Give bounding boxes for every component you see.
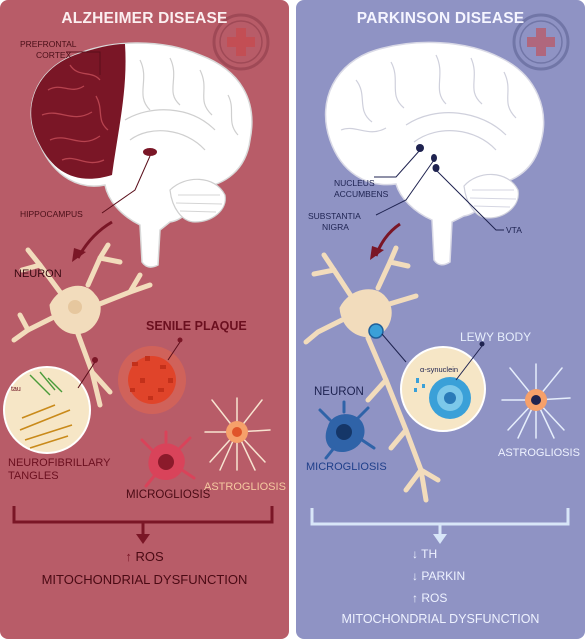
tangles-label-line2: TANGLES [8, 470, 59, 482]
seal-logo-icon [512, 13, 570, 71]
tangles-label-line1: NEUROFIBRILLARY [8, 457, 111, 469]
astrogliosis-label: ASTROGLIOSIS [204, 481, 286, 493]
alzheimer-panel: ALZHEIMER DISEASE PREFRONTAL CORTEX HIPP… [0, 0, 289, 639]
prefrontal-label-line1: PREFRONTAL [20, 39, 77, 49]
summary-bracket [310, 508, 570, 544]
ros-label: ROS [135, 549, 164, 564]
parkinson-artwork [303, 13, 571, 544]
hippocampus-label: HIPPOCAMPUS [20, 209, 83, 219]
astrocyte-icon [501, 363, 571, 439]
nucleus-label-line2: ACCUMBENS [334, 189, 389, 199]
prefrontal-label-line2: CORTEX [36, 50, 72, 60]
senile-plaque-label: SENILE PLAQUE [146, 319, 247, 333]
alzheimer-mito-label: MITOCHONDRIAL DYSFUNCTION [41, 572, 248, 587]
vta-label: VTA [506, 225, 522, 235]
parkin-label: PARKIN [421, 569, 466, 583]
th-label: TH [421, 547, 438, 561]
substantia-label-line2: NIGRA [322, 222, 349, 232]
down-arrow-icon: ↓ [412, 569, 418, 583]
summary-bracket [12, 506, 274, 544]
nucleus-label-line1: NUCLEUS [334, 178, 375, 188]
parkin-line: ↓ PARKIN [412, 569, 466, 583]
tau-label: tau [11, 386, 21, 393]
senile-plaque-icon [118, 337, 186, 414]
microgliosis-label: MICROGLIOSIS [306, 461, 387, 473]
synuclein-label: α-synuclein [420, 365, 459, 374]
neurofibrillary-tangles-icon [3, 357, 98, 454]
brain-icon [30, 42, 253, 268]
microglia-icon [140, 430, 196, 488]
neuron-label: NEURON [14, 268, 62, 280]
up-arrow-icon: ↑ [125, 549, 132, 564]
curved-arrow-icon [72, 220, 113, 262]
down-arrow-icon: ↓ [412, 547, 418, 561]
neuron-label: NEURON [314, 386, 364, 398]
microgliosis-label: MICROGLIOSIS [126, 489, 211, 501]
lewy-body-icon [381, 333, 486, 432]
parkinson-mito-label: MITOCHONDRIAL DYSFUNCTION [341, 612, 540, 626]
ros-line: ↑ ROS [412, 591, 448, 605]
astrocyte-icon [204, 397, 271, 471]
astrogliosis-label: ASTROGLIOSIS [498, 447, 580, 459]
parkinson-title: PARKINSON DISEASE [356, 10, 525, 27]
seal-logo-icon [212, 13, 270, 71]
alzheimer-title: ALZHEIMER DISEASE [61, 10, 228, 27]
lewy-body-label: LEWY BODY [460, 330, 532, 344]
parkinson-panel: PARKINSON DISEASE NUCLEUS ACCUMBENS SUBS… [296, 0, 585, 639]
alzheimer-artwork [3, 13, 274, 544]
microglia-icon [318, 400, 376, 460]
neuron-icon [303, 245, 441, 503]
alzheimer-ros-line: ↑ ROS [0, 549, 289, 564]
curved-arrow-icon [370, 222, 401, 260]
neuron-icon [11, 242, 153, 408]
th-line: ↓ TH [412, 547, 438, 561]
ros-label: ROS [421, 591, 448, 605]
substantia-label-line1: SUBSTANTIA [308, 211, 361, 221]
up-arrow-icon: ↑ [412, 591, 418, 605]
